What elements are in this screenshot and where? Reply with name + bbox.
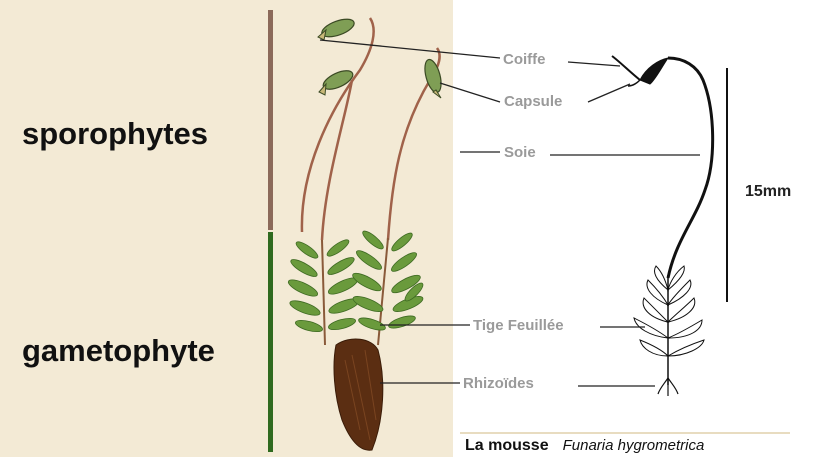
- scale-label: 15mm: [745, 183, 791, 201]
- leafy-shoot-left: [286, 237, 360, 345]
- capsule-label: Capsule: [501, 93, 565, 110]
- leafy-shoot-right: [351, 229, 426, 345]
- rhizoides-label: Rhizoïdes: [460, 375, 537, 392]
- tige-feuillee-label: Tige Feuillée: [470, 317, 567, 334]
- caption-divider: [460, 432, 790, 434]
- colored-moss-illustration: [286, 16, 444, 451]
- caption-common-name: La mousse: [465, 437, 549, 454]
- moss-line-drawing: [612, 56, 727, 396]
- caption: La mousse Funaria hygrometrica: [465, 437, 704, 455]
- leader-lines: [320, 40, 700, 386]
- caption-scientific-name: Funaria hygrometrica: [563, 437, 705, 454]
- capsule-1: [318, 16, 356, 41]
- rhizoid-mass: [334, 339, 383, 450]
- coiffe-label: Coiffe: [500, 51, 549, 68]
- soie-label: Soie: [501, 144, 539, 161]
- capsule-3: [422, 58, 444, 98]
